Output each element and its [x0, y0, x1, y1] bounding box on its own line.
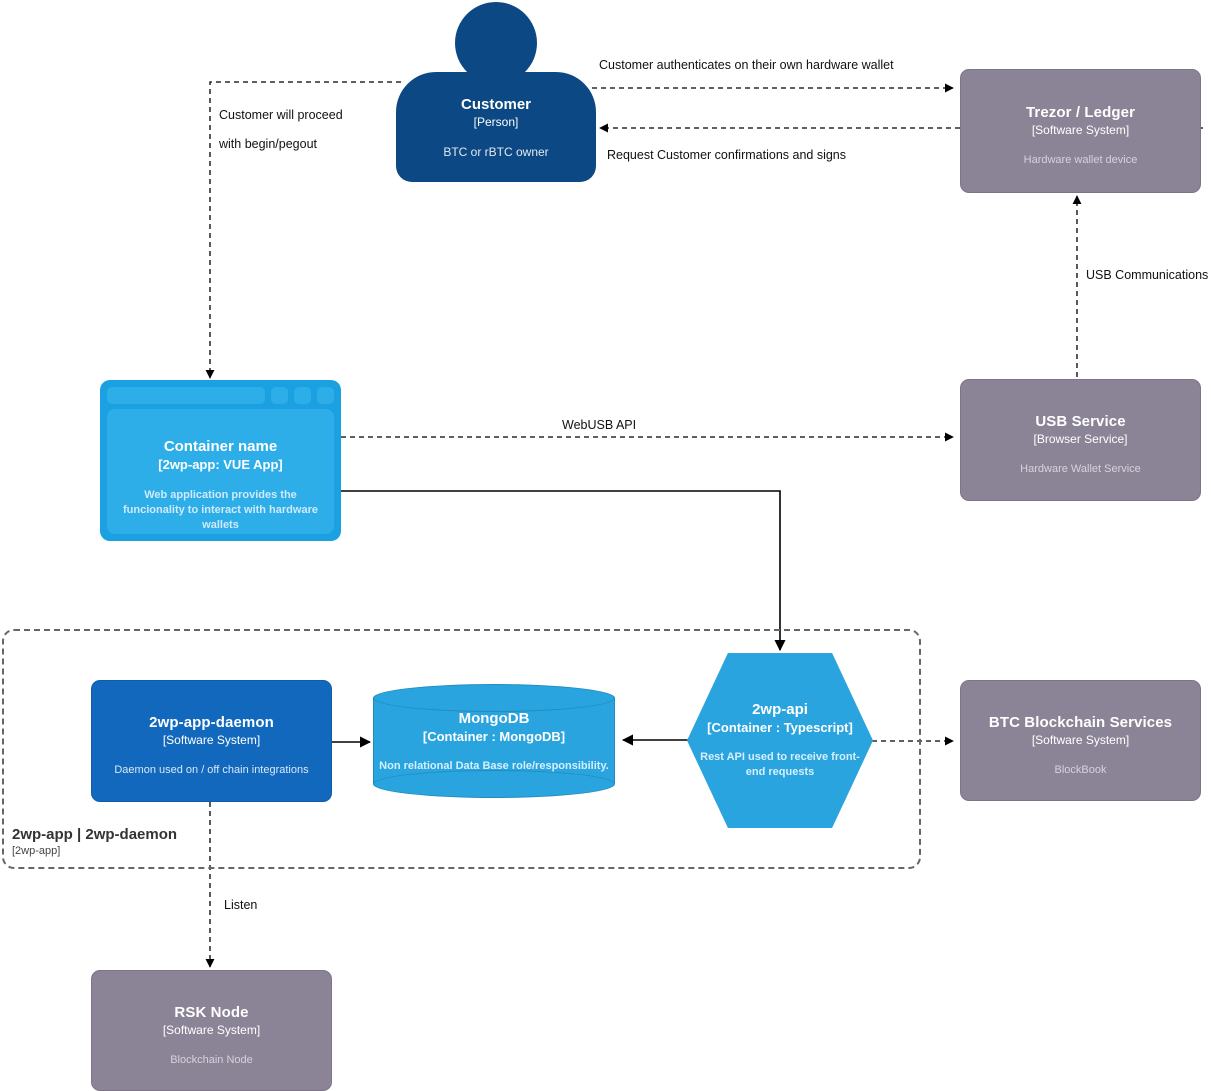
node-2wp-api[interactable]: 2wp-api [Container : Typescript] Rest AP… — [687, 653, 873, 828]
edge-label-webusb-api: WebUSB API — [562, 418, 637, 432]
mongodb-description: Non relational Data Base role/responsibi… — [379, 760, 609, 772]
usb-service-title: USB Service — [1035, 413, 1126, 431]
hexagon-shape — [687, 653, 873, 828]
browser-address-bar[interactable] — [107, 387, 265, 404]
btc-blockchain-type: [Software System] — [1031, 732, 1130, 747]
edge-label-customer-authenticates: Customer authenticates on their own hard… — [599, 58, 894, 72]
usb-service-description: Hardware Wallet Service — [1020, 463, 1141, 476]
vue-app-description: Web application provides the funcionalit… — [123, 489, 318, 531]
browser-button-icon-3[interactable] — [317, 387, 334, 404]
trezor-ledger-type: [Software System] — [1031, 123, 1130, 138]
edge-customer-to-vueapp — [205, 81, 401, 379]
customer-type: [Person] — [473, 114, 519, 129]
vue-app-title: Container name — [163, 438, 278, 455]
node-trezor-ledger[interactable]: Trezor / Ledger [Software System] Hardwa… — [960, 69, 1201, 193]
node-btc-blockchain-services[interactable]: BTC Blockchain Services [Software System… — [960, 680, 1201, 801]
vue-app-type: [2wp-app: VUE App] — [158, 457, 283, 472]
boundary-title: 2wp-app | 2wp-daemon — [12, 826, 178, 843]
btc-blockchain-description: BlockBook — [1054, 763, 1107, 776]
rsk-node-description: Blockchain Node — [170, 1053, 253, 1066]
browser-button-icon-2[interactable] — [294, 387, 311, 404]
mongodb-text: MongoDB [Container : MongoDB] Non relati… — [373, 684, 615, 798]
edge-label-usb-communications: USB Communications — [1086, 268, 1209, 282]
api-type: [Container : Typescript] — [707, 720, 853, 736]
trezor-ledger-title: Trezor / Ledger — [1025, 104, 1136, 122]
customer-description: BTC or rBTC owner — [443, 144, 549, 159]
node-usb-service[interactable]: USB Service [Browser Service] Hardware W… — [960, 379, 1201, 501]
browser-chrome — [107, 387, 334, 404]
edge-label-customer-proceed-line1: Customer will proceed — [219, 108, 343, 122]
boundary-label: 2wp-app | 2wp-daemon [2wp-app] — [12, 826, 312, 857]
rsk-node-title: RSK Node — [174, 1003, 249, 1021]
api-description: Rest API used to receive front-end reque… — [700, 751, 860, 778]
person-body: Customer [Person] BTC or rBTC owner — [396, 72, 596, 182]
daemon-type: [Software System] — [162, 733, 261, 748]
daemon-title: 2wp-app-daemon — [149, 714, 274, 732]
edge-label-customer-proceed-line2: with begin/pegout — [219, 137, 317, 151]
usb-service-type: [Browser Service] — [1033, 432, 1128, 447]
cylinder-top — [373, 684, 615, 712]
mongodb-type: [Container : MongoDB] — [422, 729, 566, 744]
boundary-subtitle: [2wp-app] — [12, 845, 61, 857]
rsk-node-type: [Software System] — [162, 1022, 261, 1037]
mongodb-title: MongoDB — [458, 710, 530, 727]
node-rsk-node[interactable]: RSK Node [Software System] Blockchain No… — [91, 970, 332, 1091]
node-2wp-app-daemon[interactable]: 2wp-app-daemon [Software System] Daemon … — [91, 680, 332, 802]
browser-screen: Container name [2wp-app: VUE App] Web ap… — [107, 409, 334, 534]
api-title: 2wp-api — [752, 701, 808, 719]
node-mongodb[interactable]: MongoDB [Container : MongoDB] Non relati… — [373, 684, 615, 798]
edge-label-request-confirmations: Request Customer confirmations and signs — [607, 148, 847, 162]
api-text: 2wp-api [Container : Typescript] Rest AP… — [687, 653, 873, 828]
browser-button-icon-1[interactable] — [271, 387, 288, 404]
edge-label-listen: Listen — [224, 898, 258, 912]
person-head-icon — [455, 2, 537, 84]
node-vue-app[interactable]: Container name [2wp-app: VUE App] Web ap… — [100, 380, 341, 541]
edge-vueapp-to-api — [341, 490, 786, 652]
cylinder-bottom — [373, 770, 615, 798]
boundary-2wp-app — [2, 629, 921, 869]
daemon-description: Daemon used on / off chain integrations — [114, 764, 309, 777]
trezor-ledger-description: Hardware wallet device — [1023, 154, 1138, 167]
node-customer[interactable]: Customer [Person] BTC or rBTC owner — [396, 2, 596, 182]
customer-title: Customer — [460, 95, 531, 113]
btc-blockchain-title: BTC Blockchain Services — [988, 713, 1173, 731]
